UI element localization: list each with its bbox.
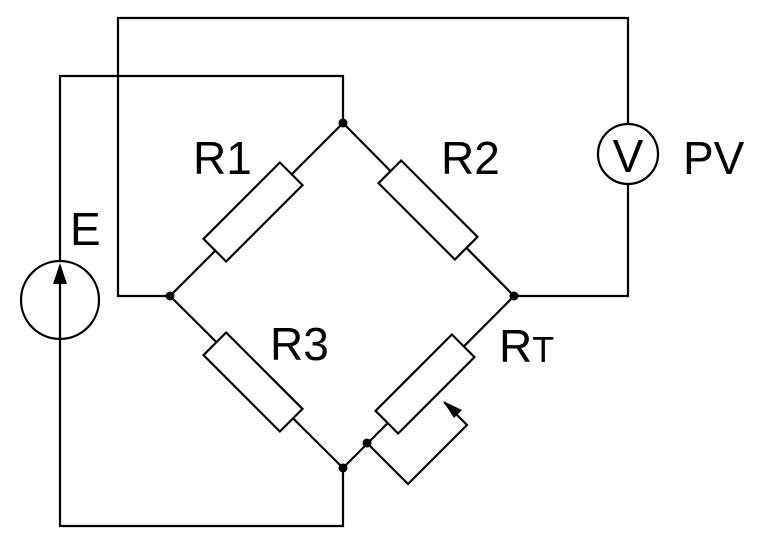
label-e: E — [70, 203, 101, 255]
voltmeter-wire — [116, 16, 630, 298]
label-pv: PV — [683, 132, 745, 184]
resistor-rt — [373, 332, 477, 436]
resistor-r3 — [201, 330, 305, 434]
node-bottom — [338, 463, 348, 473]
source-bottom-wire — [58, 338, 345, 528]
source-arrow-icon — [53, 263, 67, 284]
thermistor-arrow-icon — [443, 401, 462, 418]
label-rt-main: R — [499, 320, 532, 372]
label-r2: R2 — [441, 132, 500, 184]
node-rt-tap — [362, 438, 372, 448]
label-rt: RT — [499, 320, 554, 372]
node-left — [165, 291, 175, 301]
node-right — [509, 291, 519, 301]
resistor-r2 — [376, 158, 480, 262]
resistor-r1 — [201, 160, 305, 264]
label-r1: R1 — [193, 132, 252, 184]
label-rt-subscript: T — [532, 329, 554, 370]
voltmeter — [596, 122, 660, 186]
voltmeter-symbol: V — [613, 130, 644, 182]
voltmeter-return-wire — [512, 182, 630, 298]
label-r3: R3 — [270, 318, 329, 370]
source-top-wire — [58, 74, 345, 262]
node-top — [338, 118, 348, 128]
